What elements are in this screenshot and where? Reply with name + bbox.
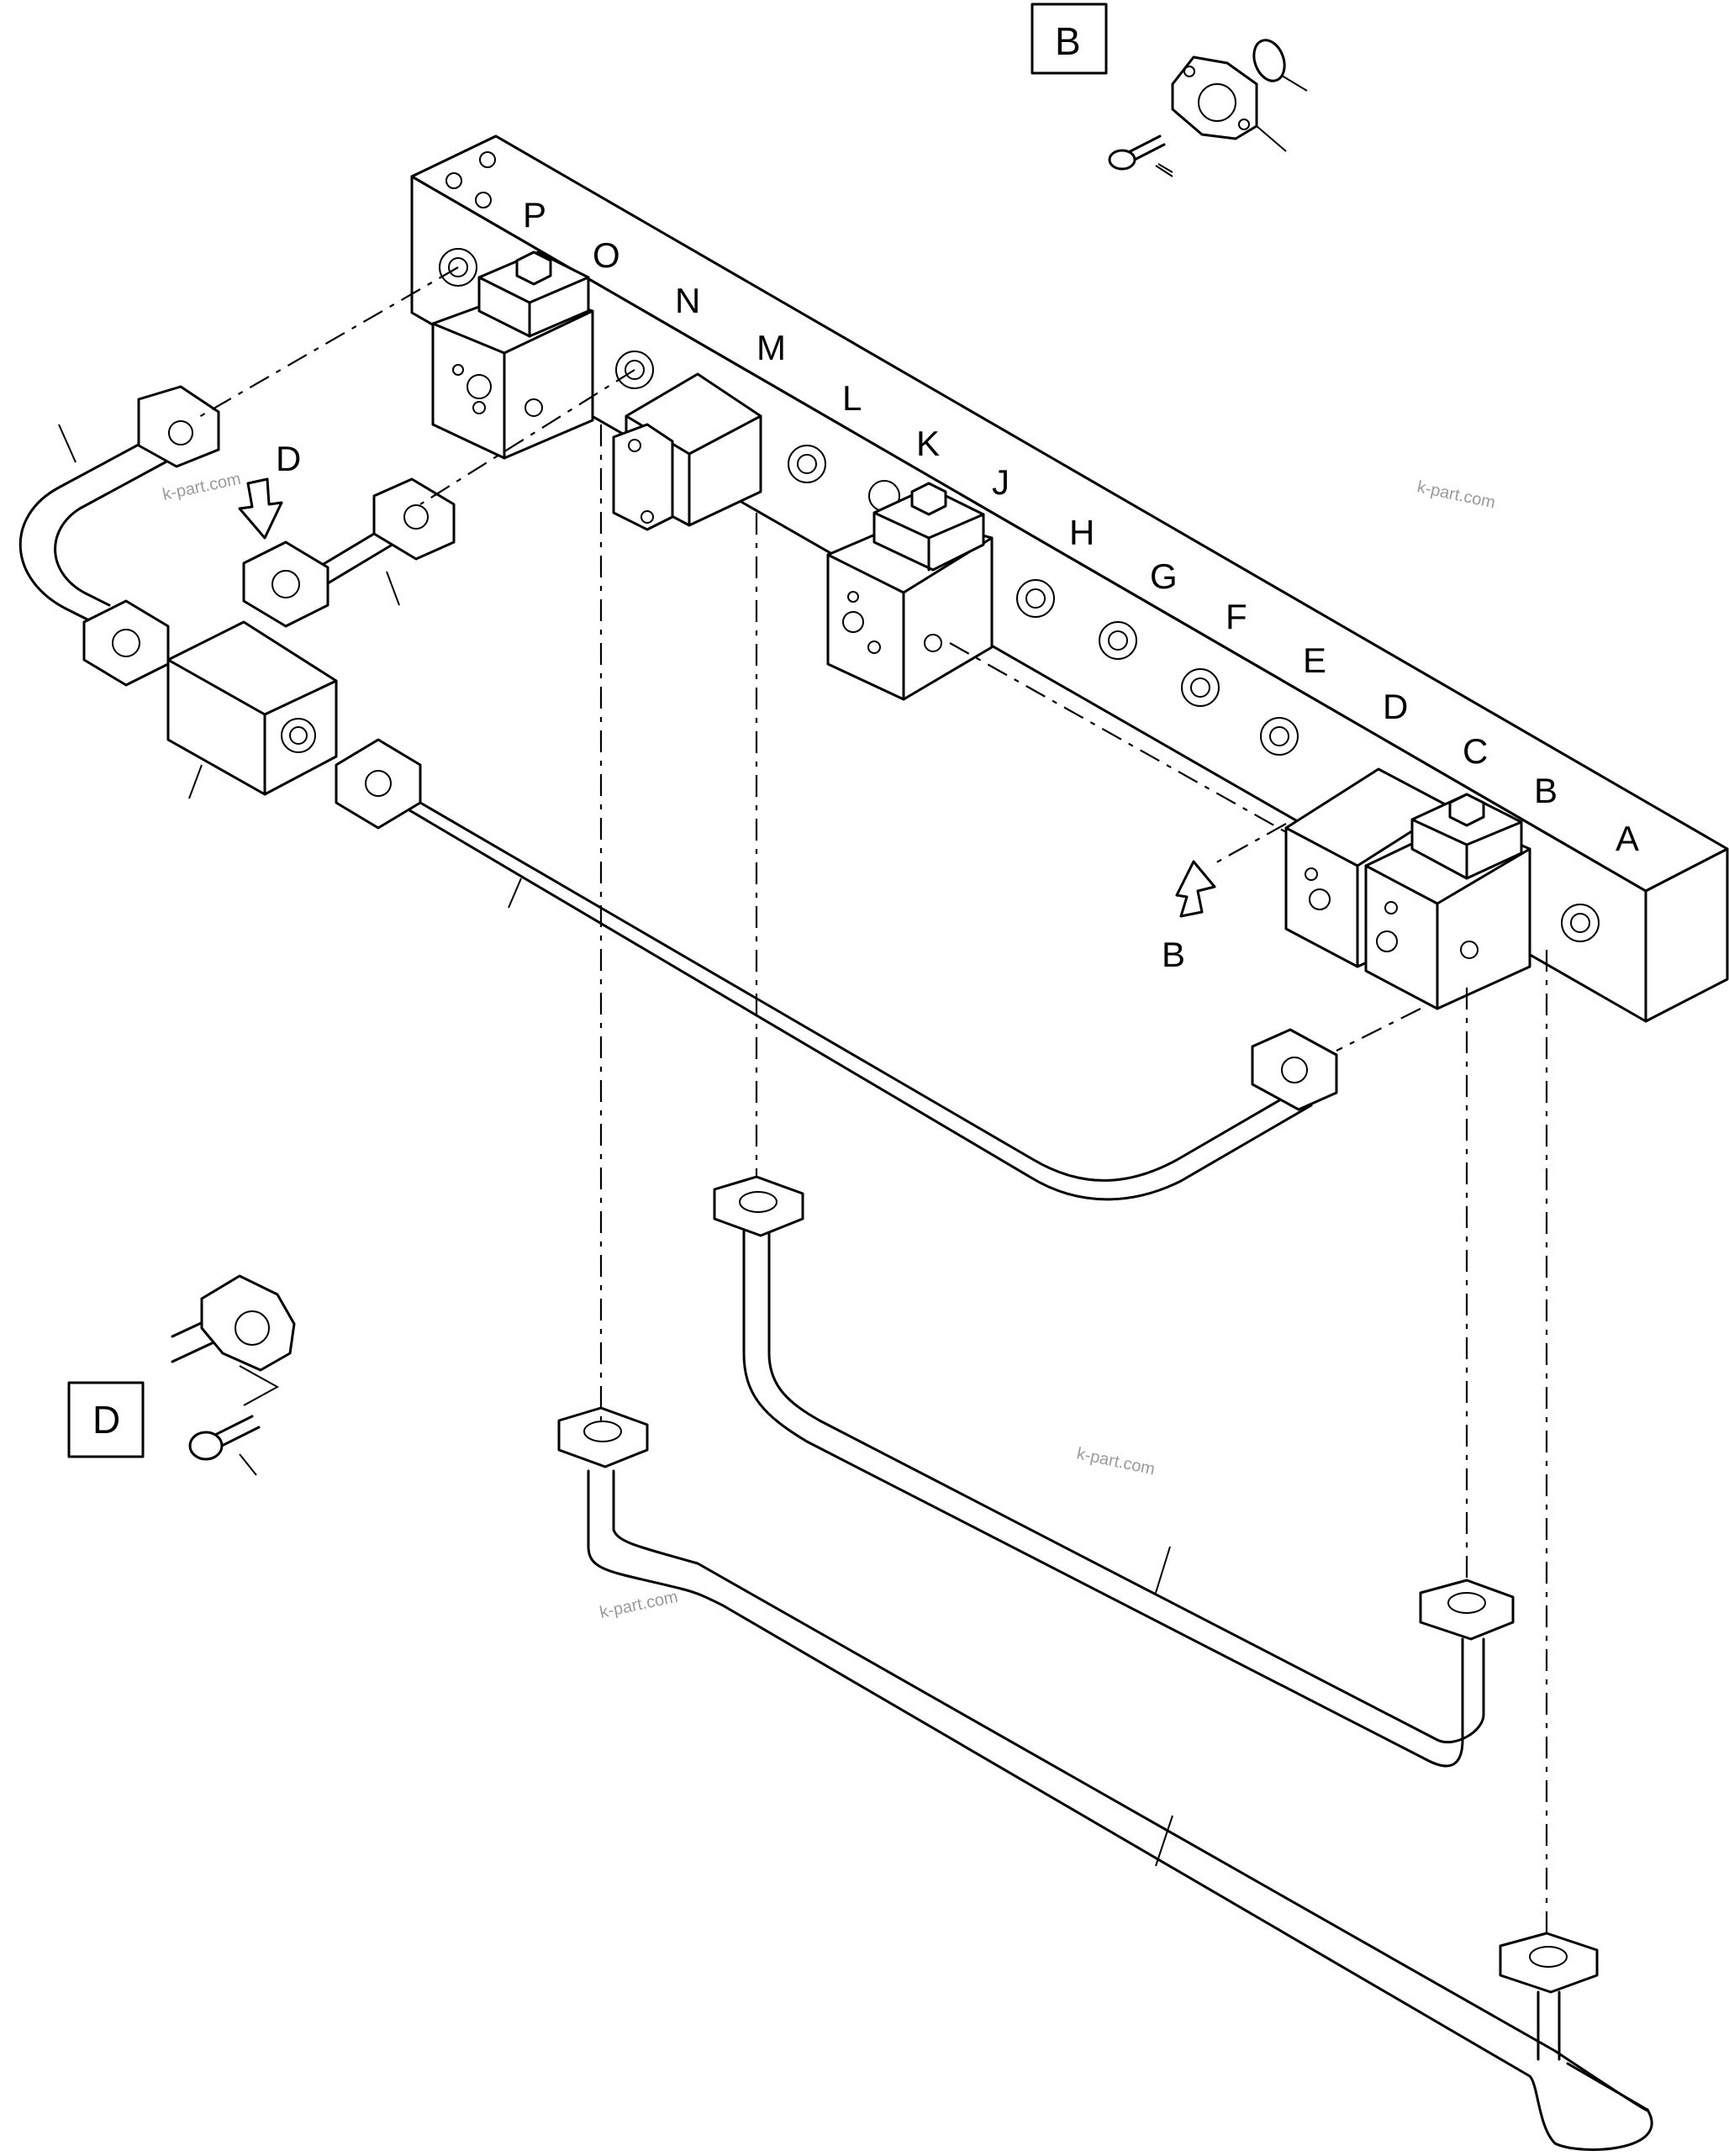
pipe-long-bend [335, 738, 1338, 1201]
valve-block-n [612, 372, 762, 531]
view-arrow-b-icon [1175, 860, 1216, 918]
port-label-f: F [1226, 597, 1247, 636]
valve-block-b [1364, 793, 1531, 1010]
bolt-icon [1108, 134, 1173, 177]
detail-b-group [1031, 3, 1308, 177]
valve-block-p [431, 250, 594, 460]
pipe-bottom-long [557, 1406, 1653, 2151]
port-label-m: M [756, 328, 786, 367]
loose-valve-block [166, 620, 338, 799]
valve-block-j [826, 482, 994, 701]
port-label-b: B [1534, 771, 1558, 810]
pipe-short [242, 477, 456, 628]
port-labels: P O N M L K J H G F E D C B A [523, 195, 1639, 858]
port-label-j: J [992, 462, 1009, 502]
watermark: k-part.com [161, 470, 242, 504]
view-arrow-d-icon [238, 477, 283, 540]
port-label-g: G [1150, 556, 1178, 596]
port-label-d: D [1383, 687, 1408, 726]
watermark: k-part.com [1415, 477, 1497, 512]
port-label-n: N [675, 281, 700, 320]
view-box-d-label: D [92, 1398, 120, 1442]
port-label-o: O [593, 235, 620, 275]
port-label-l: L [842, 378, 862, 418]
view-callouts: B D B D [92, 19, 1185, 1442]
watermark: k-part.com [1075, 1444, 1157, 1479]
view-arrow-b-label: B [1162, 935, 1185, 974]
port-label-h: H [1069, 513, 1094, 552]
assembly-lines [192, 266, 1548, 1933]
view-arrow-d-label: D [276, 439, 301, 478]
watermark: k-part.com [598, 1588, 679, 1622]
port-label-p: P [523, 195, 546, 235]
port-label-a: A [1616, 819, 1639, 858]
bolt-icon [188, 1415, 261, 1476]
port-label-e: E [1303, 640, 1326, 680]
port-label-c: C [1463, 731, 1488, 771]
pipe-upper-left [18, 385, 220, 687]
view-box-b-label: B [1055, 19, 1081, 63]
port-label-k: K [916, 424, 940, 463]
detail-d-group [67, 1274, 296, 1476]
pipe-lower-middle [713, 1175, 1515, 1768]
